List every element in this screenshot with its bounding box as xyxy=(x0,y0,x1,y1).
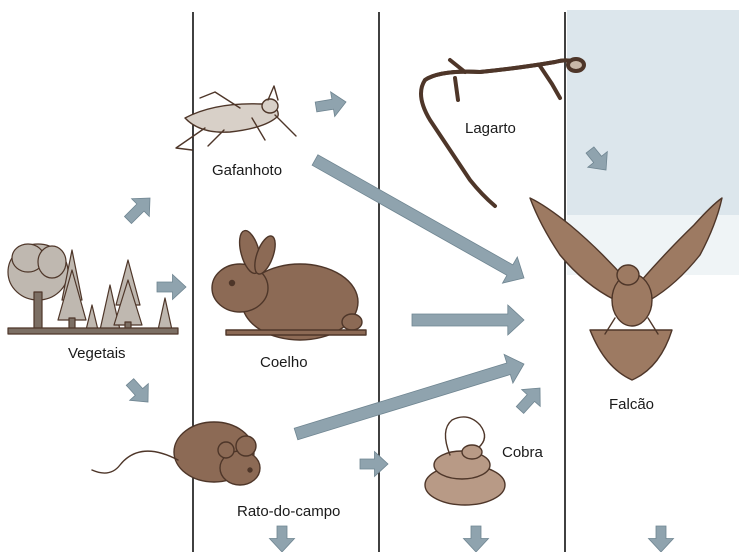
arrow-gafanhoto-to-falcao xyxy=(312,155,524,283)
node-label-lagarto: Lagarto xyxy=(465,120,516,137)
trees-icon xyxy=(8,244,178,334)
field-mouse-icon xyxy=(92,422,260,485)
arrow-vegetais-to-gafanhoto xyxy=(125,198,151,224)
arrow-vegetais-to-rato xyxy=(126,379,148,402)
node-label-falcao: Falcão xyxy=(609,396,654,413)
arrow-cobra-to-off-page xyxy=(464,526,489,552)
node-label-coelho: Coelho xyxy=(260,354,308,371)
node-label-gafanhoto: Gafanhoto xyxy=(212,162,282,179)
arrow-rato-to-cobra xyxy=(360,452,388,477)
arrow-rato-to-off-page xyxy=(270,526,295,552)
arrow-falcao-to-off-page xyxy=(649,526,674,552)
arrow-gafanhoto-to-lagarto xyxy=(315,92,346,117)
arrow-cobra-to-falcao xyxy=(516,388,540,413)
node-label-cobra: Cobra xyxy=(502,444,543,461)
node-label-rato: Rato-do-campo xyxy=(237,503,340,520)
arrow-coelho-to-falcao xyxy=(412,305,524,335)
rabbit-icon xyxy=(212,228,366,340)
arrow-rato-to-falcao xyxy=(294,354,524,439)
node-label-vegetais: Vegetais xyxy=(68,345,126,362)
sky-panel xyxy=(567,10,739,215)
arrow-vegetais-to-coelho xyxy=(157,275,186,300)
snake-icon xyxy=(425,417,505,505)
grasshopper-icon xyxy=(176,86,296,150)
